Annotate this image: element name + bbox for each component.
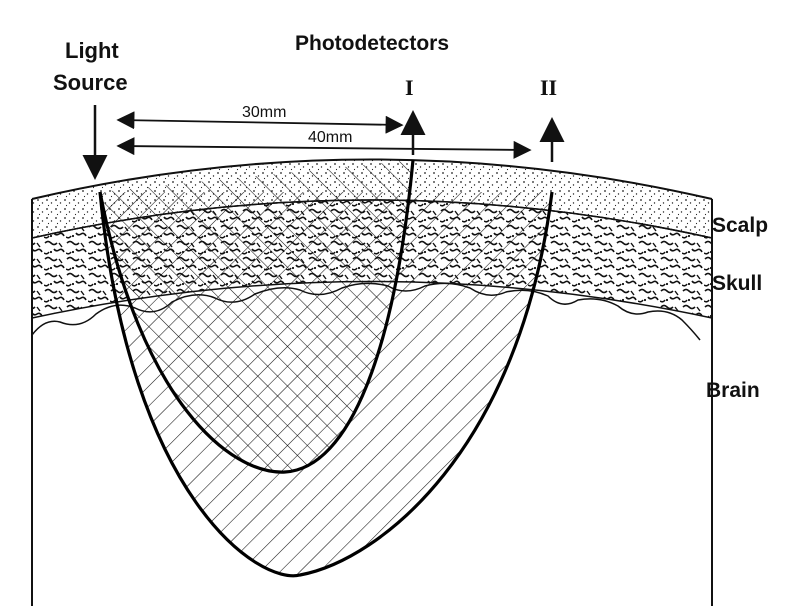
light-source-label-line2: Source [53,70,128,95]
light-source-label-line1: Light [65,38,119,63]
photodetectors-label: Photodetectors [295,32,449,55]
skull-label: Skull [712,272,762,295]
distance-30mm-label: 30mm [242,104,286,121]
distance-40mm-arrow [120,146,528,150]
brain-label: Brain [706,379,760,402]
scalp-label: Scalp [712,214,768,237]
distance-40mm-label: 40mm [308,129,352,146]
detector-2-label: II [540,75,557,100]
detector-1-label: I [405,75,414,100]
